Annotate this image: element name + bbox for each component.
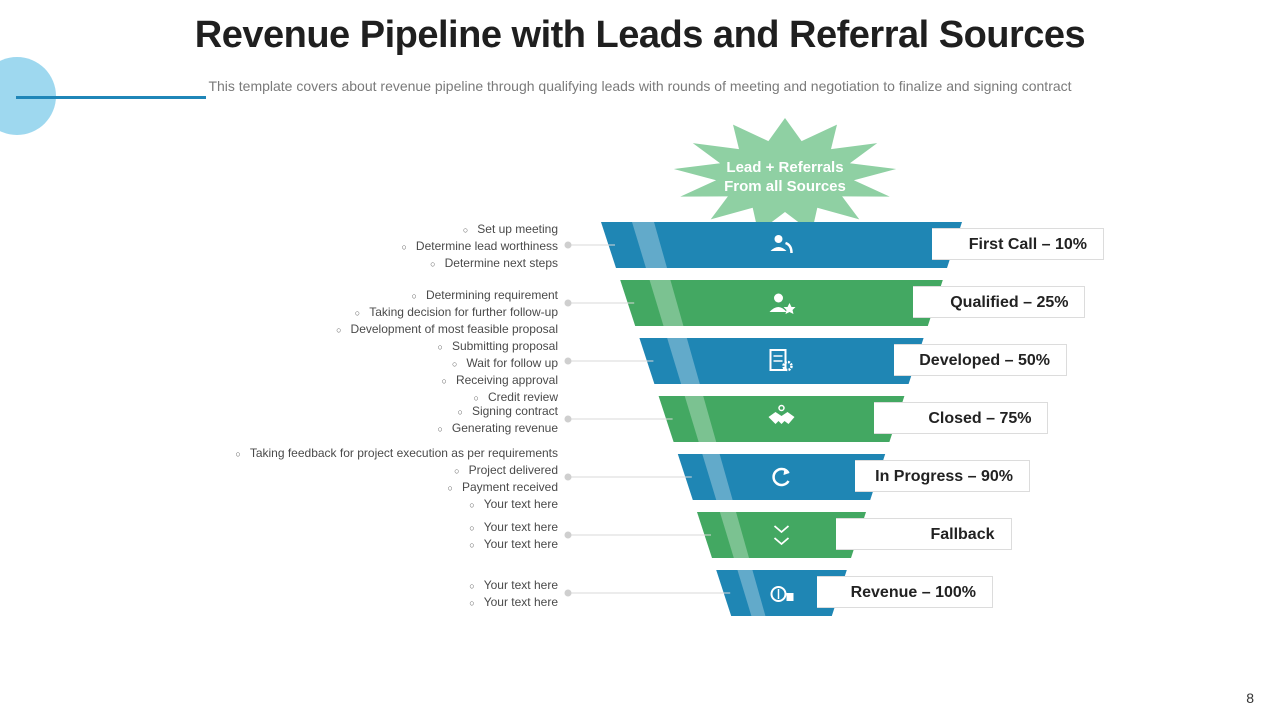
connector-dot	[564, 589, 572, 597]
funnel-stage-1	[601, 222, 962, 268]
source-badge-line2: From all Sources	[724, 178, 846, 195]
detail-item: Wait for follow up	[158, 355, 558, 372]
source-starburst	[673, 118, 897, 233]
stage-details-6: Your text hereYour text here	[158, 519, 558, 553]
detail-item: Your text here	[158, 496, 558, 513]
document-gear-icon	[769, 349, 793, 372]
detail-item: Determine lead worthiness	[158, 238, 558, 255]
detail-item: Your text here	[158, 519, 558, 536]
stage-label-7: Revenue – 100%	[816, 576, 993, 608]
funnel-stage-7	[716, 570, 847, 616]
connector-dot	[564, 241, 572, 249]
detail-item: Payment received	[158, 479, 558, 496]
funnel-highlight	[632, 222, 766, 618]
funnel-stage-5	[677, 454, 886, 500]
stage-label-3: Developed – 50%	[893, 344, 1067, 376]
detail-item: Credit review	[158, 389, 558, 406]
connector-dot	[564, 415, 572, 423]
page-title: Revenue Pipeline with Leads and Referral…	[194, 14, 1086, 56]
stage-details-1: Set up meetingDetermine lead worthinessD…	[158, 221, 558, 272]
detail-item: Signing contract	[158, 403, 558, 420]
stage-label-2: Qualified – 25%	[912, 286, 1086, 318]
decorative-underline	[16, 96, 206, 99]
chevron-down-icon	[773, 525, 790, 546]
refresh-icon	[772, 467, 790, 487]
stage-details-5: Taking feedback for project execution as…	[158, 445, 558, 513]
detail-item: Set up meeting	[158, 221, 558, 238]
handshake-icon	[768, 404, 795, 424]
page-subtitle: This template covers about revenue pipel…	[208, 78, 1072, 94]
stage-details-3: Development of most feasible proposalSub…	[158, 321, 558, 406]
detail-item: Determining requirement	[158, 287, 558, 304]
stage-label-4: Closed – 75%	[874, 402, 1049, 434]
detail-item: Submitting proposal	[158, 338, 558, 355]
connector-dot	[564, 299, 572, 307]
money-bag-icon	[770, 586, 794, 602]
detail-item: Your text here	[158, 577, 558, 594]
user-star-icon	[769, 293, 796, 314]
detail-item: Taking feedback for project execution as…	[158, 445, 558, 462]
stage-details-4: Signing contractGenerating revenue	[158, 403, 558, 437]
detail-item: Project delivered	[158, 462, 558, 479]
detail-item: Determine next steps	[158, 255, 558, 272]
detail-item: Taking decision for further follow-up	[158, 304, 558, 321]
detail-item: Development of most feasible proposal	[158, 321, 558, 338]
funnel-stage-6	[697, 512, 866, 558]
connector-dot	[564, 357, 572, 365]
funnel-stage-2	[620, 280, 943, 326]
source-badge-text: Lead + Referrals From all Sources	[700, 158, 870, 196]
detail-item: Your text here	[158, 594, 558, 611]
stage-details-7: Your text hereYour text here	[158, 577, 558, 611]
page-number: 8	[1246, 690, 1254, 706]
detail-item: Generating revenue	[158, 420, 558, 437]
phone-user-icon	[770, 235, 793, 254]
stage-label-1: First Call – 10%	[932, 228, 1104, 260]
connector-dot	[564, 531, 572, 539]
detail-item: Receiving approval	[158, 372, 558, 389]
stage-label-6: Fallback	[836, 518, 1012, 550]
detail-item: Your text here	[158, 536, 558, 553]
connector-dot	[564, 473, 572, 481]
source-badge-line1: Lead + Referrals	[726, 159, 844, 176]
stage-details-2: Determining requirementTaking decision f…	[158, 287, 558, 321]
stage-label-5: In Progress – 90%	[855, 460, 1030, 492]
